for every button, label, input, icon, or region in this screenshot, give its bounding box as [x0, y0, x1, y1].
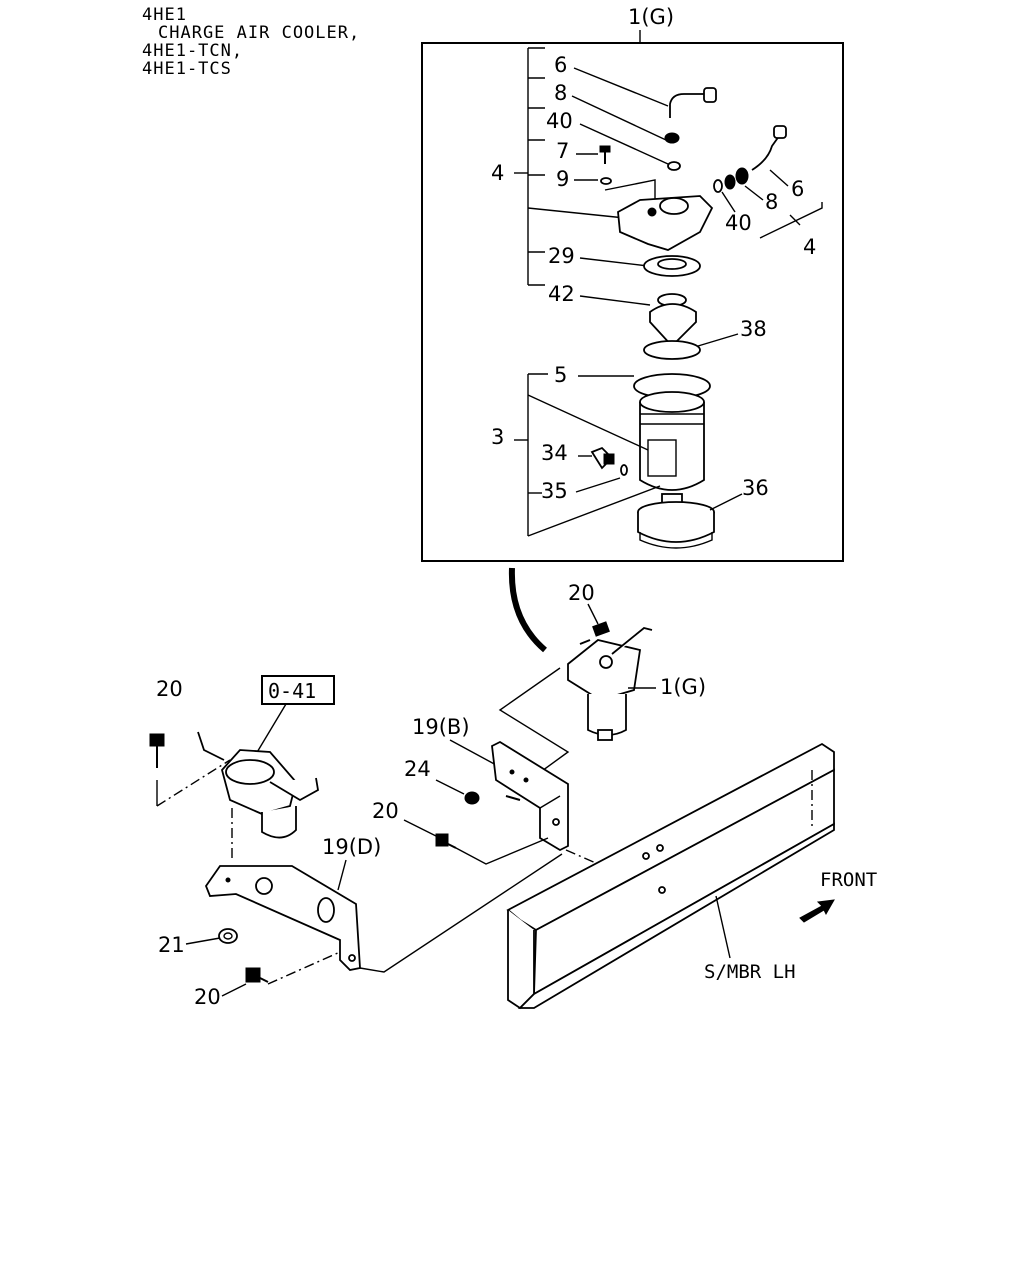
detail-box-frame: [421, 42, 844, 562]
callout-40-right: 40: [725, 211, 752, 235]
bracket-group-4: [514, 47, 626, 286]
front-label: FRONT: [820, 869, 877, 891]
nut-24: [464, 791, 480, 805]
callout-42: 42: [548, 282, 575, 306]
filter-head-parts: [599, 87, 787, 251]
callout-20-left: 20: [156, 677, 183, 701]
nut-21: [218, 928, 238, 944]
bracket-19d: [204, 865, 361, 971]
ref-box-label: 0-41: [268, 679, 316, 703]
callout-19d: 19(D): [322, 835, 381, 859]
drain-cock-34: [590, 446, 615, 470]
ring-nut-36: [637, 501, 715, 549]
callout-3: 3: [491, 425, 504, 449]
front-arrow-icon: [799, 899, 835, 923]
filter-head-body: [617, 195, 714, 251]
callout-5: 5: [554, 363, 567, 387]
bolt-20-bottom: [245, 967, 269, 983]
callout-34: 34: [541, 441, 568, 465]
callout-8-upper: 8: [554, 81, 567, 105]
callout-36: 36: [742, 476, 769, 500]
callout-35: 35: [541, 479, 568, 503]
bolt-20-top: [579, 621, 610, 645]
callout-9: 9: [556, 167, 569, 191]
callout-21: 21: [158, 933, 185, 957]
callout-4-right: 4: [803, 235, 816, 259]
header-line-1: 4HE1: [142, 5, 187, 25]
filter-assembly-installed: [567, 627, 653, 741]
callout-40-upper: 40: [546, 109, 573, 133]
o-ring-38: [643, 340, 701, 360]
callout-4-left: 4: [491, 161, 504, 185]
callout-6-upper: 6: [554, 53, 567, 77]
filter-left: [197, 731, 319, 860]
filter-element-42: [649, 293, 697, 348]
callout-1g-installed: 1(G): [660, 675, 706, 699]
detail-arrow: [508, 567, 547, 653]
bracket-19b: [491, 740, 569, 852]
filter-bowl: [639, 391, 705, 507]
callout-6-right: 6: [791, 177, 804, 201]
side-member-lh: [506, 742, 835, 1010]
bracket-group-3: [514, 373, 661, 537]
ref-box-0-41[interactable]: [261, 675, 335, 705]
callout-20-mid: 20: [372, 799, 399, 823]
header-line-4: 4HE1-TCS: [142, 59, 232, 79]
member-label: S/MBR LH: [704, 961, 796, 983]
bolt-20-mid: [435, 833, 457, 849]
callout-29: 29: [548, 244, 575, 268]
detail-box: 1(G) 6 8 40 7 9 4 29 42: [421, 5, 844, 562]
callout-20-bottom: 20: [194, 985, 221, 1009]
header-block: 4HE1 CHARGE AIR COOLER, 4HE1-TCN, 4HE1-T…: [142, 5, 360, 79]
callout-7: 7: [556, 139, 569, 163]
header-line-2: CHARGE AIR COOLER,: [158, 23, 360, 43]
callout-38: 38: [740, 317, 767, 341]
callout-24: 24: [404, 757, 431, 781]
callout-8-right: 8: [765, 190, 778, 214]
callout-19b: 19(B): [412, 715, 470, 739]
header-line-3: 4HE1-TCN,: [142, 41, 243, 61]
bolt-20-left: [149, 733, 165, 768]
detail-box-title: 1(G): [628, 5, 674, 29]
callout-20-top: 20: [568, 581, 595, 605]
